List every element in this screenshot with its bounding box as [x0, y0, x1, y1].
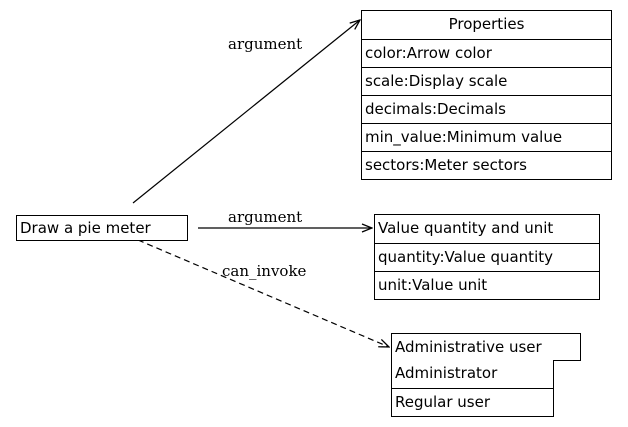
properties-row: min_value:Minimum value	[362, 123, 611, 151]
value-table-title: Value quantity and unit	[378, 219, 554, 237]
properties-row: scale:Display scale	[362, 67, 611, 95]
source-node: Draw a pie meter	[16, 215, 188, 241]
source-node-label: Draw a pie meter	[20, 219, 151, 237]
properties-row: color:Arrow color	[362, 39, 611, 67]
properties-row: decimals:Decimals	[362, 95, 611, 123]
user-table-title: Administrative user	[395, 338, 542, 356]
user-table-title-box: Administrative user	[391, 333, 581, 361]
user-row: Administrator	[395, 364, 498, 382]
edge-label-to-value: argument	[228, 208, 302, 226]
properties-table: Properties color:Arrow color scale:Displ…	[361, 10, 612, 180]
user-row: Regular user	[392, 388, 553, 416]
properties-table-title: Properties	[448, 15, 525, 33]
properties-row: sectors:Meter sectors	[362, 151, 611, 179]
edge-label-to-user: can_invoke	[222, 262, 307, 280]
edge-to-properties	[132, 20, 360, 204]
value-row: quantity:Value quantity	[375, 243, 599, 271]
edge-to-user	[137, 239, 389, 347]
value-table: Value quantity and unit quantity:Value q…	[374, 214, 600, 300]
user-table: Administrator Regular user	[391, 360, 554, 417]
value-row: unit:Value unit	[375, 271, 599, 299]
edge-label-to-properties: argument	[228, 35, 302, 53]
